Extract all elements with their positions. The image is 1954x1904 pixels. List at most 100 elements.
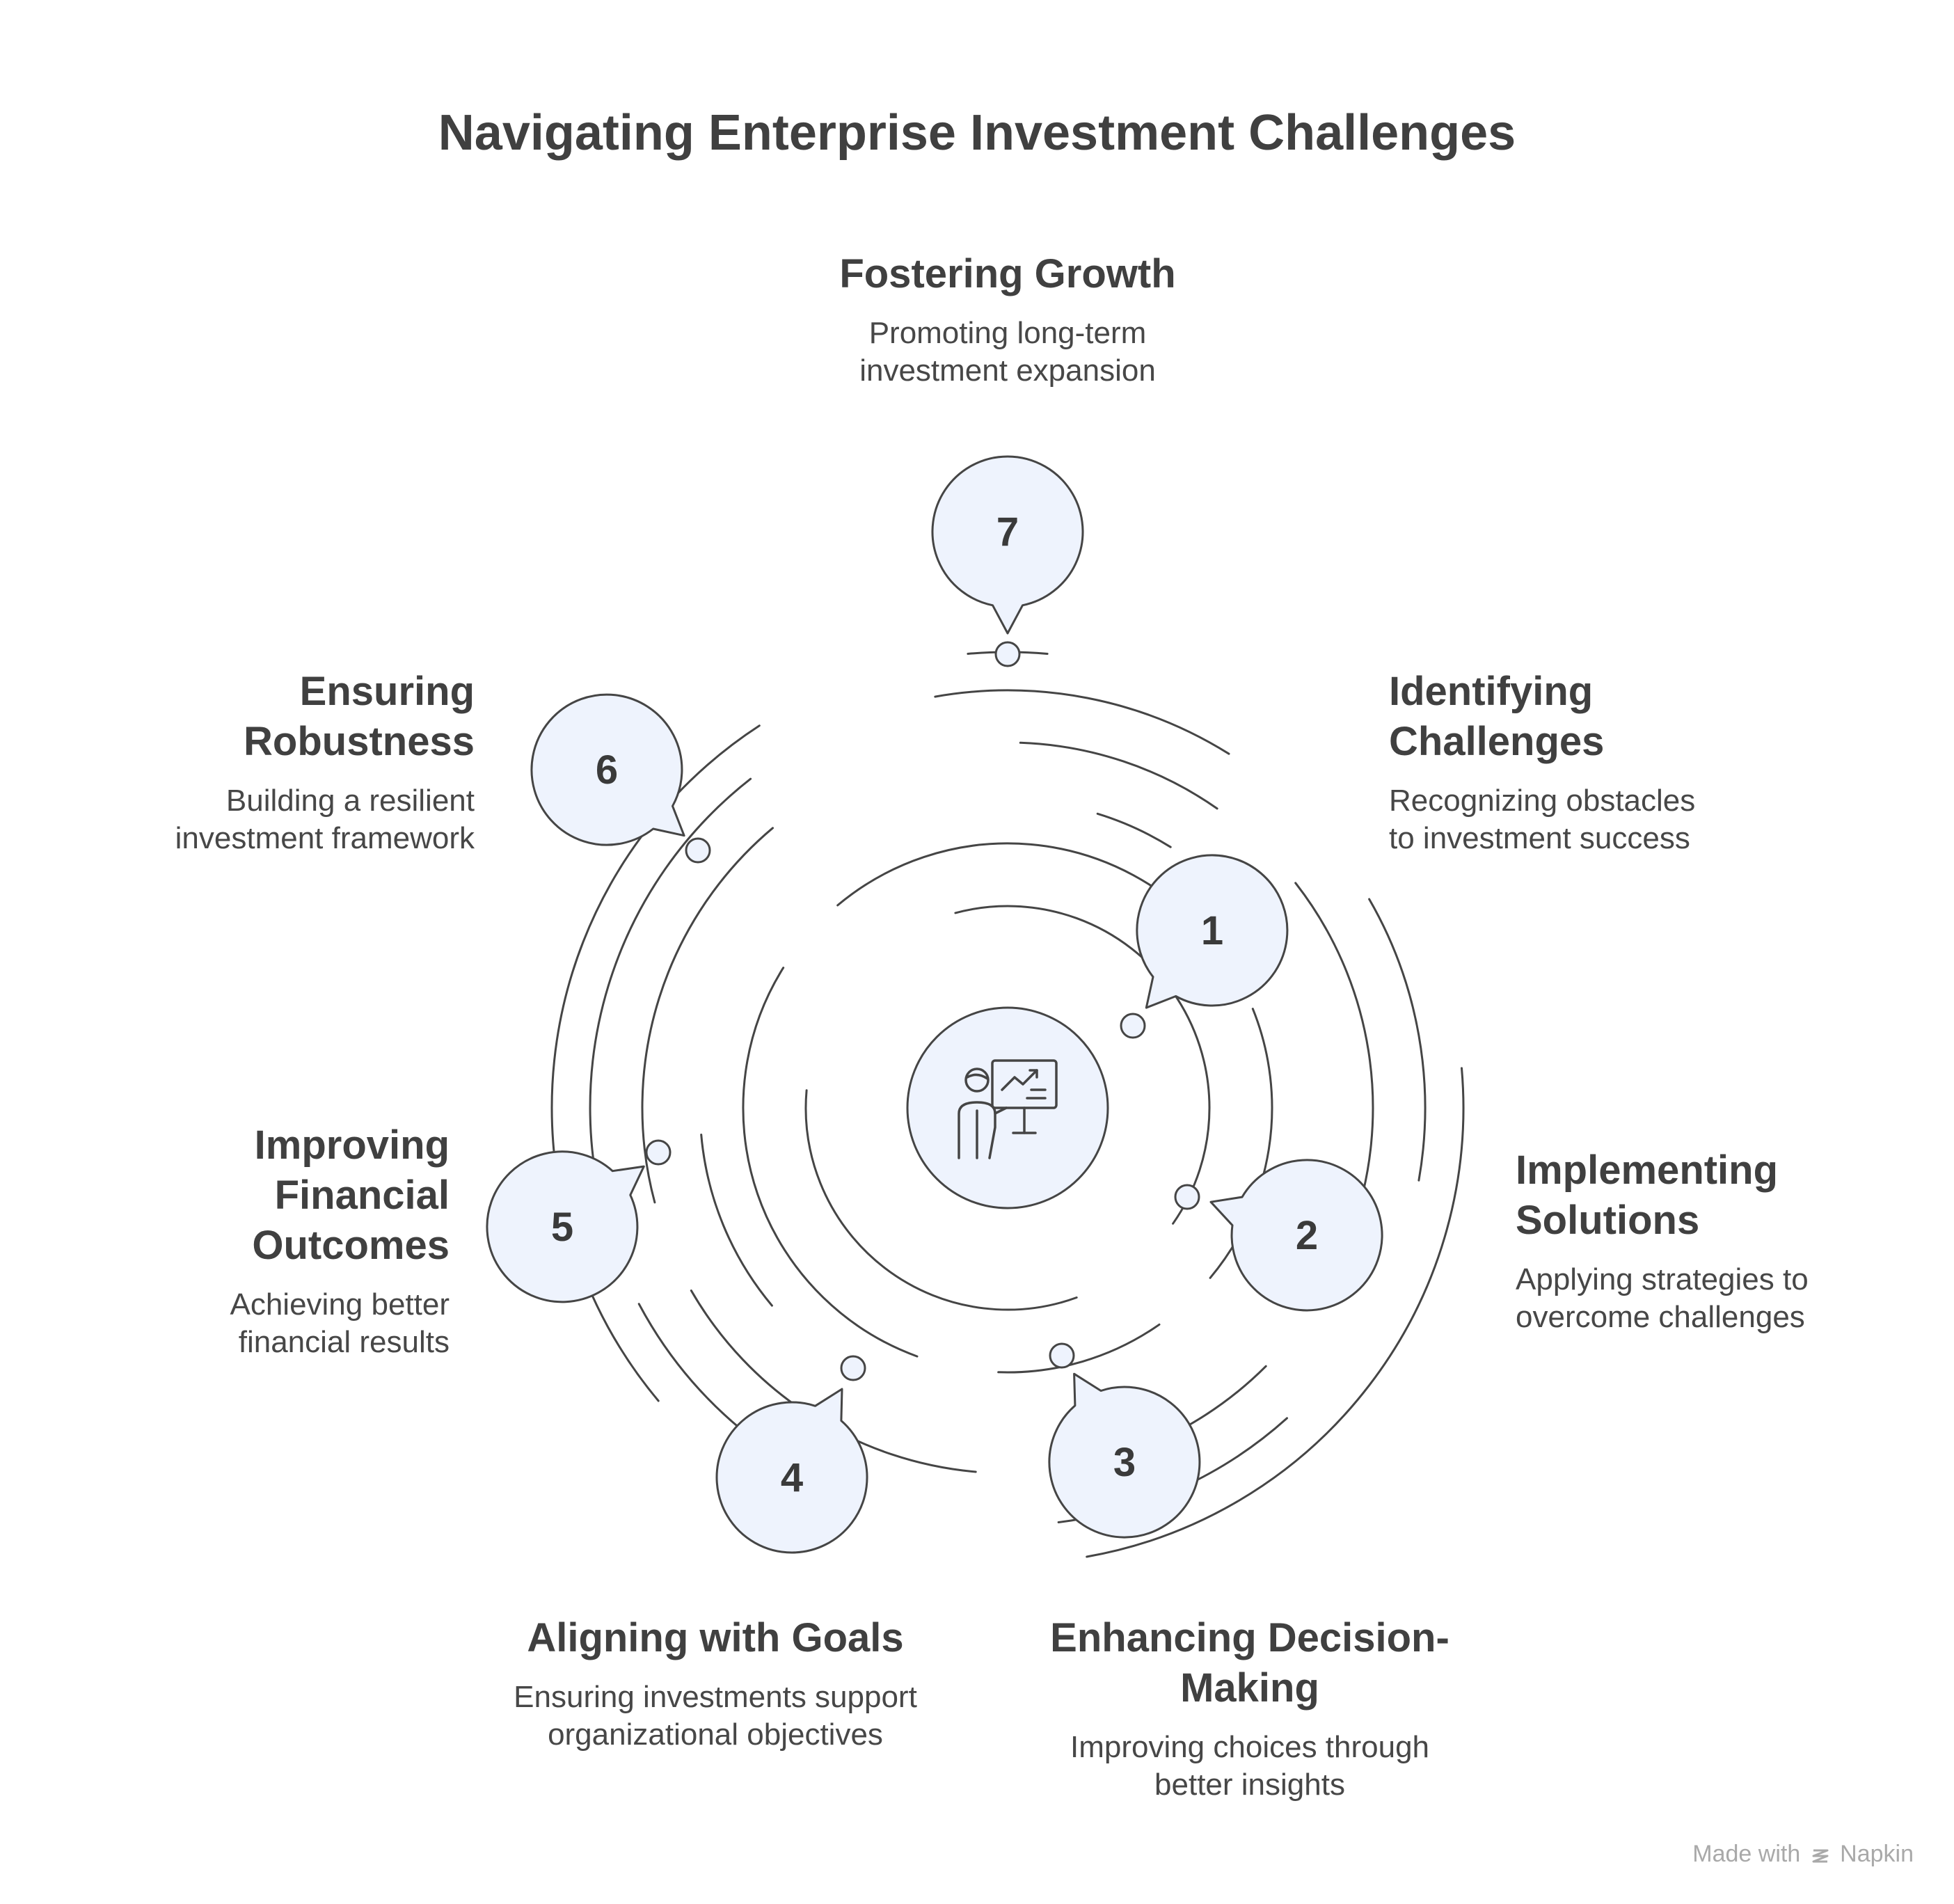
step-1-description: Recognizing obstacles to investment succ… [1389, 782, 1876, 857]
step-3-bubble: 3 [1048, 1372, 1201, 1539]
step-4-description-line: organizational objectives [548, 1717, 883, 1752]
orbit-arc [934, 689, 1230, 755]
orbit-arc [637, 1303, 740, 1429]
step-5-heading-line: Financial [274, 1173, 450, 1218]
step-4-heading-line: Aligning with Goals [527, 1615, 904, 1660]
orbit-dot [1174, 1184, 1200, 1210]
step-5-description-line: Achieving better [230, 1287, 450, 1322]
orbit-arc [1294, 882, 1374, 1235]
orbit-dot [645, 1139, 672, 1166]
presenter-chart-icon [958, 1059, 1058, 1159]
speech-bubble-shape [715, 1388, 868, 1554]
step-5-heading-line: Outcomes [252, 1223, 450, 1268]
step-3-heading: Enhancing Decision- Making [999, 1613, 1500, 1713]
speech-bubble-shape [1048, 1372, 1201, 1539]
step-2-heading-line: Implementing [1516, 1148, 1779, 1193]
orbit-dot [1049, 1342, 1075, 1369]
step-1-heading-line: Identifying [1389, 669, 1594, 714]
step-6-text: Ensuring Robustness Building a resilient… [92, 667, 475, 857]
step-1-heading-line: Challenges [1389, 719, 1605, 764]
step-3-description: Improving choices through better insight… [999, 1729, 1500, 1804]
step-number: 6 [596, 747, 618, 793]
step-7-heading-line: Fostering Growth [839, 251, 1176, 296]
step-3-heading-line: Making [1180, 1665, 1319, 1711]
step-6-heading: Ensuring Robustness [92, 667, 475, 767]
orbit-dot [840, 1355, 866, 1381]
step-number: 1 [1201, 908, 1223, 953]
orbit-dot [1120, 1013, 1146, 1039]
step-6-description-line: Building a resilient [225, 784, 475, 818]
speech-bubble-shape [530, 693, 685, 846]
orbit-dot [994, 641, 1021, 667]
step-5-heading-line: Improving [254, 1122, 450, 1168]
orbit-arc [1178, 1365, 1267, 1431]
orbit-arc [804, 1089, 1078, 1311]
step-5-bubble: 5 [486, 1150, 645, 1303]
step-4-text: Aligning with Goals Ensuring investments… [472, 1613, 959, 1754]
step-1-description-line: to investment success [1389, 821, 1690, 855]
watermark-prefix: Made with [1692, 1841, 1801, 1867]
step-number: 3 [1113, 1440, 1136, 1485]
step-2-text: Implementing Solutions Applying strategi… [1516, 1145, 1933, 1336]
speech-bubble-shape [1136, 854, 1289, 1009]
step-number: 4 [781, 1455, 803, 1500]
speech-bubble-shape [1209, 1159, 1383, 1312]
step-3-description-line: better insights [1154, 1768, 1345, 1802]
step-6-bubble: 6 [530, 693, 685, 846]
step-2-description: Applying strategies to overcome challeng… [1516, 1261, 1933, 1336]
step-5-description-line: financial results [238, 1325, 450, 1359]
napkin-logo-icon [1812, 1849, 1829, 1863]
step-5-heading: Improving Financial Outcomes [102, 1120, 450, 1271]
orbit-arcs [550, 651, 1465, 1558]
step-5-text: Improving Financial Outcomes Achieving b… [102, 1120, 450, 1361]
speech-bubble-shape [931, 455, 1084, 635]
step-2-bubble: 2 [1209, 1159, 1383, 1312]
step-bubbles: 1 2 3 4 5 6 7 [486, 455, 1383, 1554]
step-7-description: Promoting long-term investment expansion [799, 315, 1216, 390]
orbit-arc [1368, 898, 1427, 1182]
watermark-brand: Napkin [1840, 1841, 1914, 1867]
step-4-heading: Aligning with Goals [472, 1613, 959, 1663]
step-4-description: Ensuring investments support organizatio… [472, 1679, 959, 1754]
step-5-description: Achieving better financial results [102, 1286, 450, 1361]
step-number: 5 [551, 1205, 573, 1250]
step-6-description-line: investment framework [175, 821, 475, 855]
step-6-heading-line: Ensuring [299, 669, 475, 714]
step-4-bubble: 4 [715, 1388, 868, 1554]
speech-bubble-shape [486, 1150, 645, 1303]
step-7-heading: Fostering Growth [799, 249, 1216, 299]
orbit-arc [700, 1134, 773, 1307]
step-7-description-line: Promoting long-term [868, 316, 1147, 350]
step-7-bubble: 7 [931, 455, 1084, 635]
step-number: 7 [996, 509, 1019, 555]
step-number: 2 [1296, 1213, 1318, 1258]
step-1-heading: Identifying Challenges [1389, 667, 1876, 767]
step-6-heading-line: Robustness [244, 719, 475, 764]
step-7-text: Fostering Growth Promoting long-term inv… [799, 249, 1216, 390]
orbit-arc [742, 967, 919, 1358]
step-3-description-line: Improving choices through [1070, 1730, 1430, 1764]
step-2-heading: Implementing Solutions [1516, 1145, 1933, 1246]
step-3-heading-line: Enhancing Decision- [1050, 1615, 1449, 1660]
step-4-description-line: Ensuring investments support [514, 1680, 917, 1714]
center-badge [906, 1006, 1109, 1209]
orbit-arc [997, 1323, 1161, 1374]
step-2-description-line: Applying strategies to [1516, 1262, 1809, 1296]
step-3-text: Enhancing Decision- Making Improving cho… [999, 1613, 1500, 1804]
step-1-description-line: Recognizing obstacles [1389, 784, 1696, 818]
step-7-description-line: investment expansion [859, 354, 1156, 388]
step-6-description: Building a resilient investment framewor… [92, 782, 475, 857]
orbit-arc [1086, 1067, 1465, 1558]
step-1-bubble: 1 [1136, 854, 1289, 1009]
watermark[interactable]: Made with Napkin [1692, 1841, 1914, 1868]
orbit-dots [645, 641, 1200, 1381]
step-2-heading-line: Solutions [1516, 1198, 1700, 1243]
step-1-text: Identifying Challenges Recognizing obsta… [1389, 667, 1876, 857]
page-title: Navigating Enterprise Investment Challen… [438, 105, 1516, 161]
orbit-arc [1096, 812, 1172, 848]
orbit-arc [1019, 741, 1218, 810]
orbit-arc [589, 777, 752, 1238]
step-2-description-line: overcome challenges [1516, 1300, 1805, 1334]
orbit-dot [685, 837, 711, 864]
orbit-arc [641, 827, 774, 1204]
